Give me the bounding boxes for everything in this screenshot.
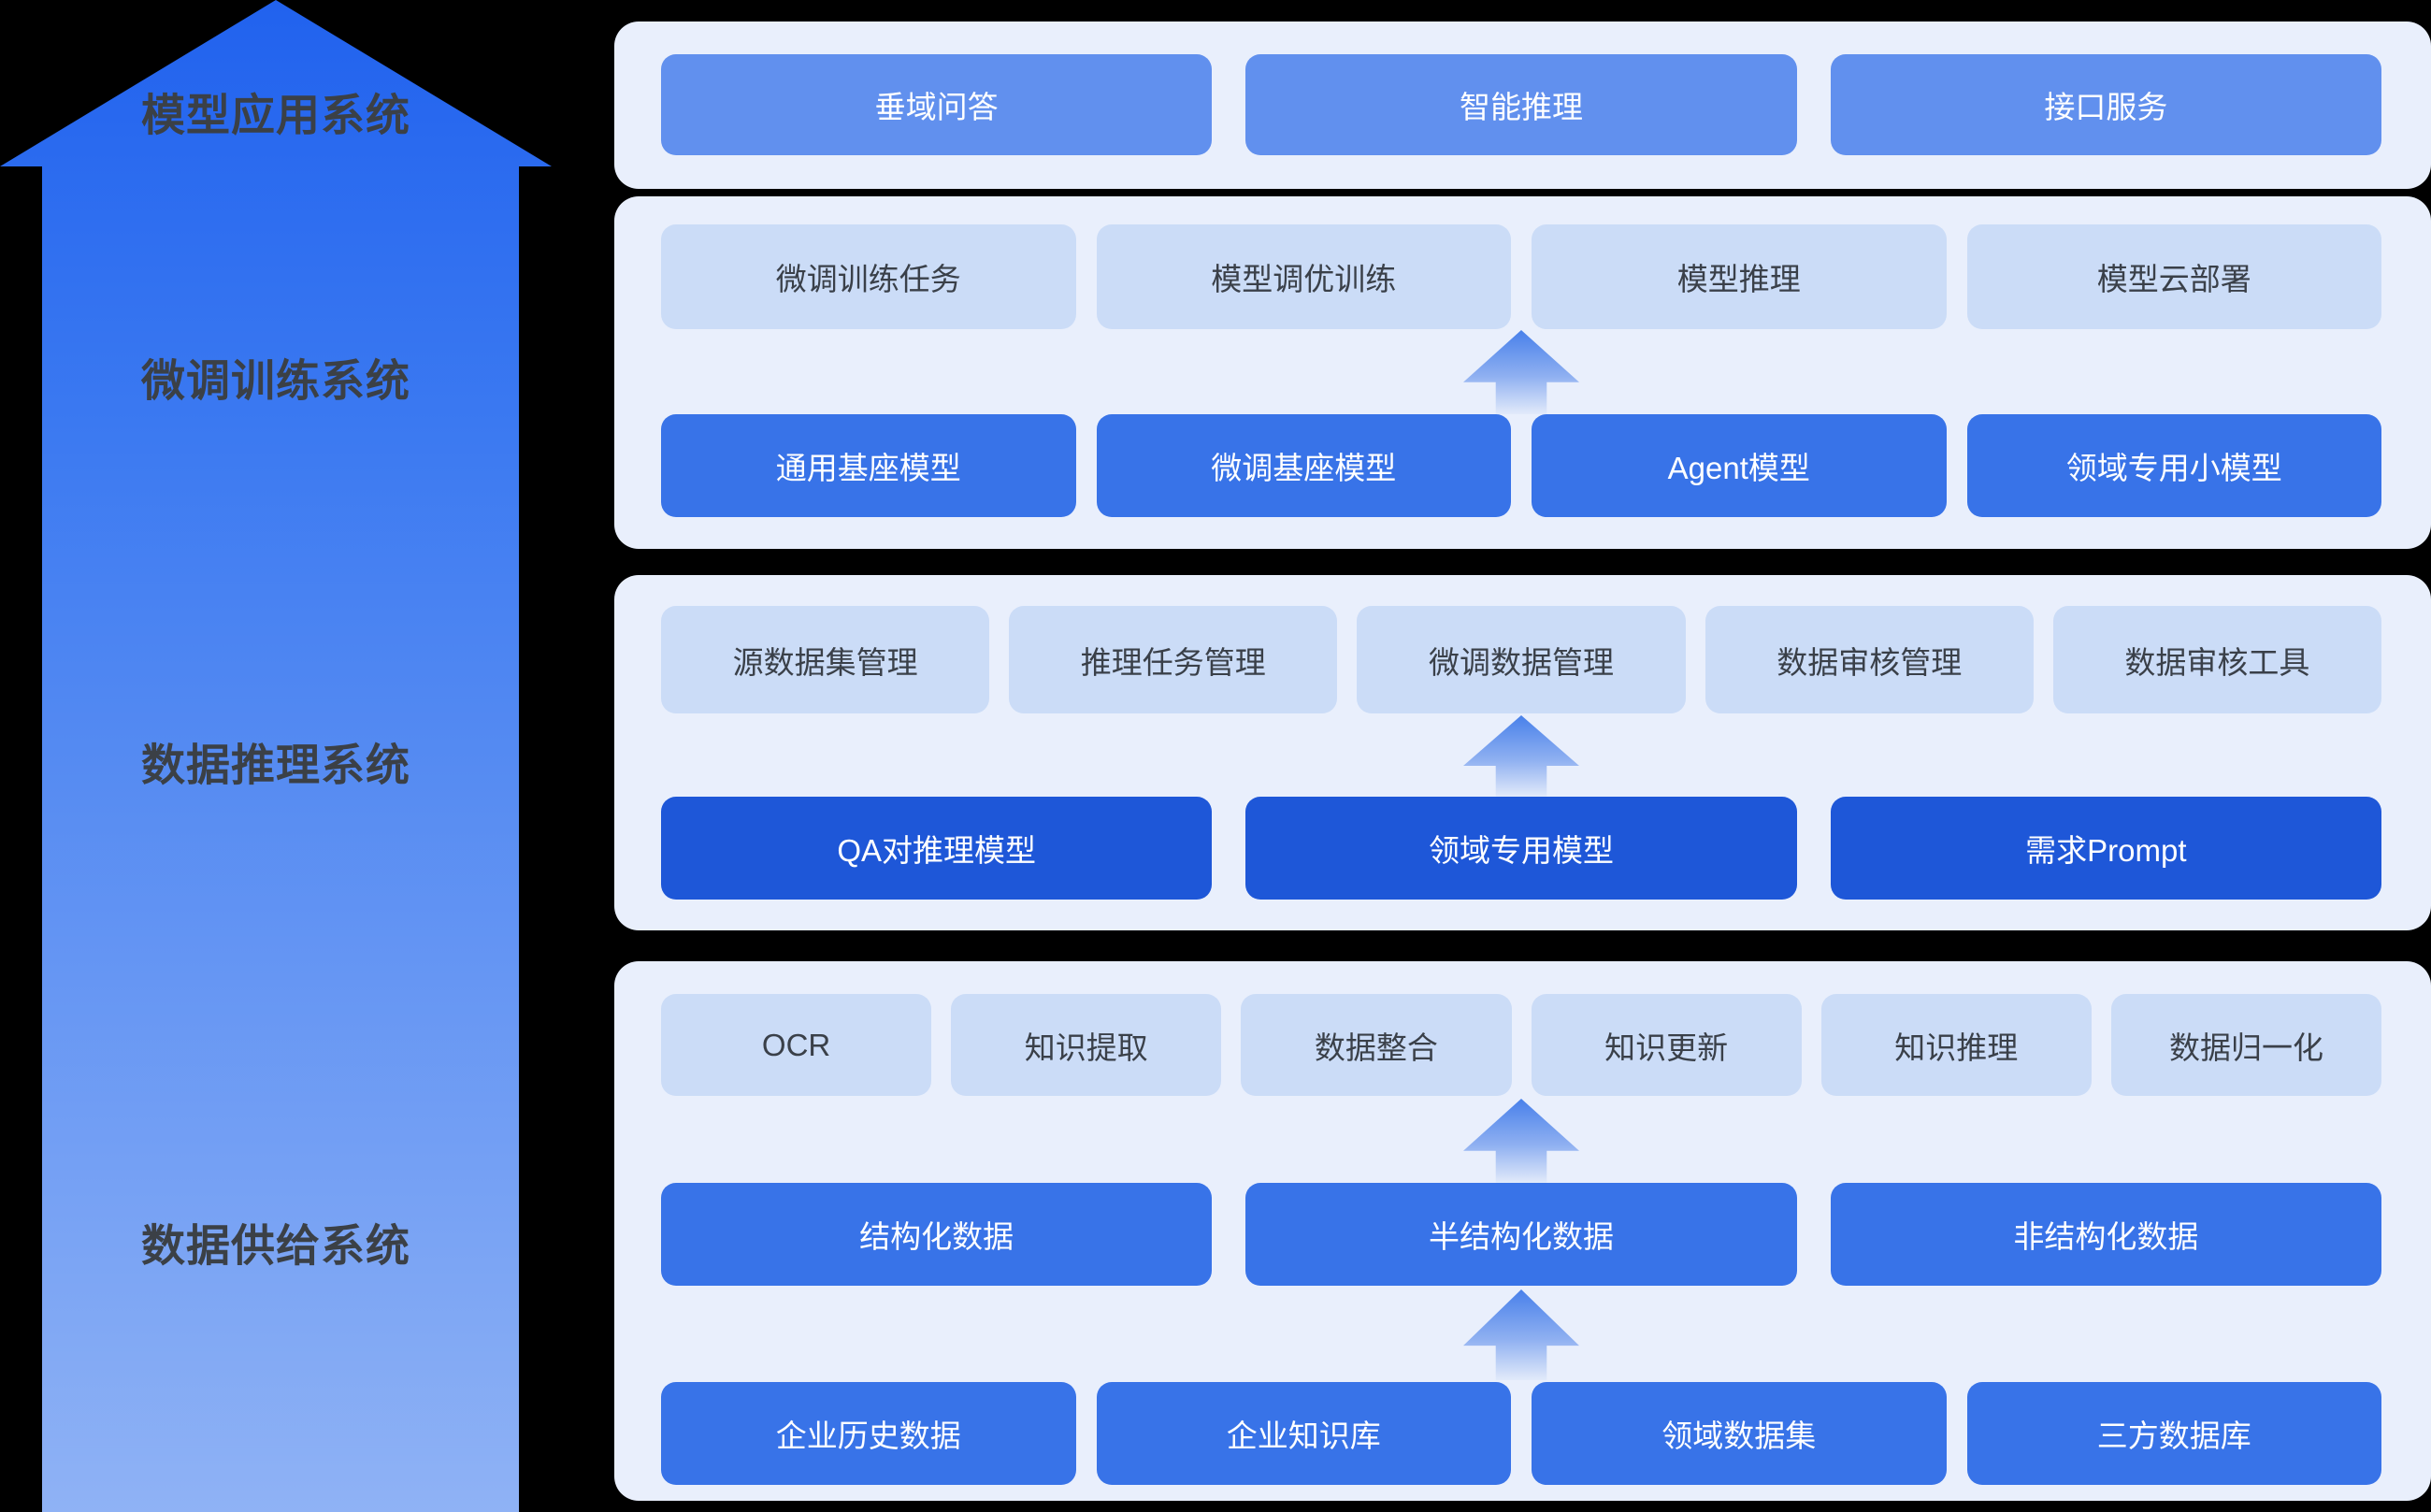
up-arrow-icon [1463, 330, 1579, 414]
system-label-data-supply: 数据供给系统 [141, 1220, 410, 1271]
box-agent-model: Agent模型 [1532, 414, 1947, 517]
box-knowledge-inference: 知识推理 [1820, 994, 2092, 1096]
box-model-inference: 模型推理 [1532, 224, 1947, 329]
box-model-cloud-deploy: 模型云部署 [1966, 224, 2381, 329]
row-inference-models: QA对推理模型 领域专用模型 需求Prompt [661, 797, 2381, 900]
box-enterprise-history-data: 企业历史数据 [661, 1382, 1076, 1485]
box-knowledge-update: 知识更新 [1531, 994, 1802, 1096]
system-label-data-inference: 数据推理系统 [141, 740, 410, 790]
up-arrow-icon [1463, 1099, 1579, 1183]
box-ocr: OCR [661, 994, 932, 1096]
box-vertical-qa: 垂域问答 [661, 54, 1213, 155]
box-enterprise-knowledge-base: 企业知识库 [1096, 1382, 1511, 1485]
row-data-types: 结构化数据 半结构化数据 非结构化数据 [661, 1183, 2381, 1286]
box-finetuned-base-model: 微调基座模型 [1096, 414, 1511, 517]
box-requirement-prompt: 需求Prompt [1830, 797, 2381, 900]
row-application-services: 垂域问答 智能推理 接口服务 [661, 54, 2381, 155]
panel-data-inference: 源数据集管理 推理任务管理 微调数据管理 数据审核管理 数据审核工具 QA对推理… [614, 575, 2431, 930]
box-source-dataset-mgmt: 源数据集管理 [661, 606, 990, 713]
system-label-model-application: 模型应用系统 [141, 90, 410, 140]
box-api-service: 接口服务 [1830, 54, 2381, 155]
up-arrow-icon [1463, 1289, 1579, 1380]
box-third-party-database: 三方数据库 [1966, 1382, 2381, 1485]
box-knowledge-extraction: 知识提取 [951, 994, 1222, 1096]
layers-up-arrow [0, 0, 552, 1512]
box-qa-pair-inference-model: QA对推理模型 [661, 797, 1213, 900]
system-label-finetune-training: 微调训练系统 [141, 355, 410, 406]
panel-data-supply: OCR 知识提取 数据整合 知识更新 知识推理 数据归一化 结构化数据 半结构化… [614, 961, 2431, 1501]
box-unstructured-data: 非结构化数据 [1830, 1183, 2381, 1286]
box-semi-structured-data: 半结构化数据 [1245, 1183, 1797, 1286]
box-structured-data: 结构化数据 [661, 1183, 1213, 1286]
box-data-review-tool: 数据审核工具 [2052, 606, 2382, 713]
box-model-tuning-training: 模型调优训练 [1096, 224, 1511, 329]
box-finetune-training-task: 微调训练任务 [661, 224, 1076, 329]
box-data-integration: 数据整合 [1241, 994, 1512, 1096]
row-training-capabilities: 微调训练任务 模型调优训练 模型推理 模型云部署 [661, 224, 2381, 329]
panel-model-application: 垂域问答 智能推理 接口服务 [614, 22, 2431, 189]
panel-finetune-training: 微调训练任务 模型调优训练 模型推理 模型云部署 通用基座模型 微调基座模型 A… [614, 196, 2431, 549]
box-data-review-mgmt: 数据审核管理 [1705, 606, 2034, 713]
box-finetune-data-mgmt: 微调数据管理 [1357, 606, 1686, 713]
row-data-sources: 企业历史数据 企业知识库 领域数据集 三方数据库 [661, 1382, 2381, 1485]
box-data-normalization: 数据归一化 [2110, 994, 2382, 1096]
row-data-processing: OCR 知识提取 数据整合 知识更新 知识推理 数据归一化 [661, 994, 2382, 1096]
box-general-base-model: 通用基座模型 [661, 414, 1076, 517]
box-domain-dataset: 领域数据集 [1532, 1382, 1947, 1485]
box-domain-small-model: 领域专用小模型 [1966, 414, 2381, 517]
row-base-models: 通用基座模型 微调基座模型 Agent模型 领域专用小模型 [661, 414, 2381, 517]
box-inference-task-mgmt: 推理任务管理 [1009, 606, 1338, 713]
up-arrow-icon [1463, 715, 1579, 797]
box-domain-specific-model: 领域专用模型 [1245, 797, 1797, 900]
row-data-management: 源数据集管理 推理任务管理 微调数据管理 数据审核管理 数据审核工具 [661, 606, 2382, 713]
box-intelligent-inference: 智能推理 [1245, 54, 1797, 155]
